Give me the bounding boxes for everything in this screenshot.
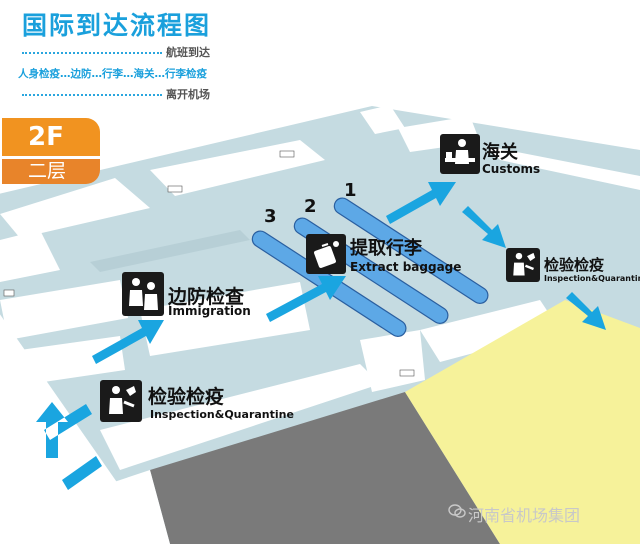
exit-zone: [405, 300, 640, 544]
sign-inspection-zh: 检验检疫: [148, 386, 225, 408]
step-departure: 离开机场: [166, 88, 210, 101]
floor-label: 二层: [2, 156, 100, 184]
bottom-strip: [60, 470, 170, 544]
sign-extract-baggage: 提取行李 Extract baggage: [306, 234, 466, 278]
upper-room-a: [0, 178, 150, 238]
quarantine-officer-icon: [506, 248, 540, 282]
sign-customs: 海关 Customs: [440, 134, 560, 180]
back-room-left: [360, 105, 405, 134]
sign-inspection-exit-en: Inspection&Quarantine: [544, 274, 640, 283]
dark-zone: [150, 392, 500, 544]
step-procedures: 人身检疫…边防…行李…海关…行李检疫: [18, 68, 207, 80]
arrow-to-exit: [566, 292, 606, 330]
sign-baggage-zh: 提取行李: [350, 238, 422, 259]
grille-2: [167, 185, 183, 193]
left-wall-block: [0, 230, 60, 282]
grille-3: [399, 369, 415, 377]
wechat-icon: [448, 504, 466, 518]
arrow-to-immigration: [92, 320, 164, 364]
sign-inspection-exit-zh: 检验检疫: [544, 256, 605, 274]
immigration-officer-icon: [122, 272, 164, 316]
sign-immigration-en: Immigration: [168, 304, 251, 318]
arrow-to-customs: [386, 182, 456, 224]
watermark: 河南省机场集团: [468, 506, 581, 525]
belt-number-3: 3: [264, 206, 277, 227]
sign-immigration-zh: 边防检查: [168, 286, 245, 308]
step-divider-1: [22, 52, 162, 54]
striped-corridor: [90, 230, 250, 272]
sign-inspection-en: Inspection&Quarantine: [150, 408, 294, 421]
lower-room: [100, 364, 380, 470]
floor-badge: 2F 二层: [2, 118, 100, 184]
flow-arrows: [36, 182, 606, 490]
left-room-a: [0, 280, 128, 340]
quarantine-officer-icon: [100, 380, 142, 422]
grille-1: [279, 150, 295, 158]
arrow-entry-a: [62, 456, 102, 490]
arrow-to-baggage: [266, 276, 346, 322]
right-room-b: [360, 330, 425, 392]
baggage-icon: [306, 234, 346, 274]
sign-customs-zh: 海关: [482, 142, 518, 163]
floor-level: 2F: [2, 118, 100, 156]
sign-baggage-en: Extract baggage: [350, 260, 462, 274]
sign-customs-en: Customs: [482, 162, 541, 176]
step-divider-2: [22, 94, 162, 96]
grille-4: [3, 289, 15, 297]
sign-inspection-quarantine-entry: 检验检疫 Inspection&Quarantine: [100, 380, 310, 426]
arrow-to-inspection: [462, 206, 506, 248]
right-room-a: [420, 300, 560, 362]
step-arrival: 航班到达: [166, 46, 210, 59]
arrow-entry-b: [36, 402, 92, 458]
page-title: 国际到达流程图: [22, 11, 212, 40]
left-room-b: [20, 336, 125, 384]
middle-room: [140, 282, 310, 356]
customs-officer-icon: [440, 134, 480, 174]
sign-immigration: 边防检查 Immigration: [122, 272, 262, 320]
back-room-right: [486, 146, 640, 190]
belt-1: [333, 197, 489, 304]
belt-number-1: 1: [344, 180, 357, 201]
sign-inspection-quarantine-exit: 检验检疫 Inspection&Quarantine: [506, 248, 640, 288]
belt-number-2: 2: [304, 196, 317, 217]
